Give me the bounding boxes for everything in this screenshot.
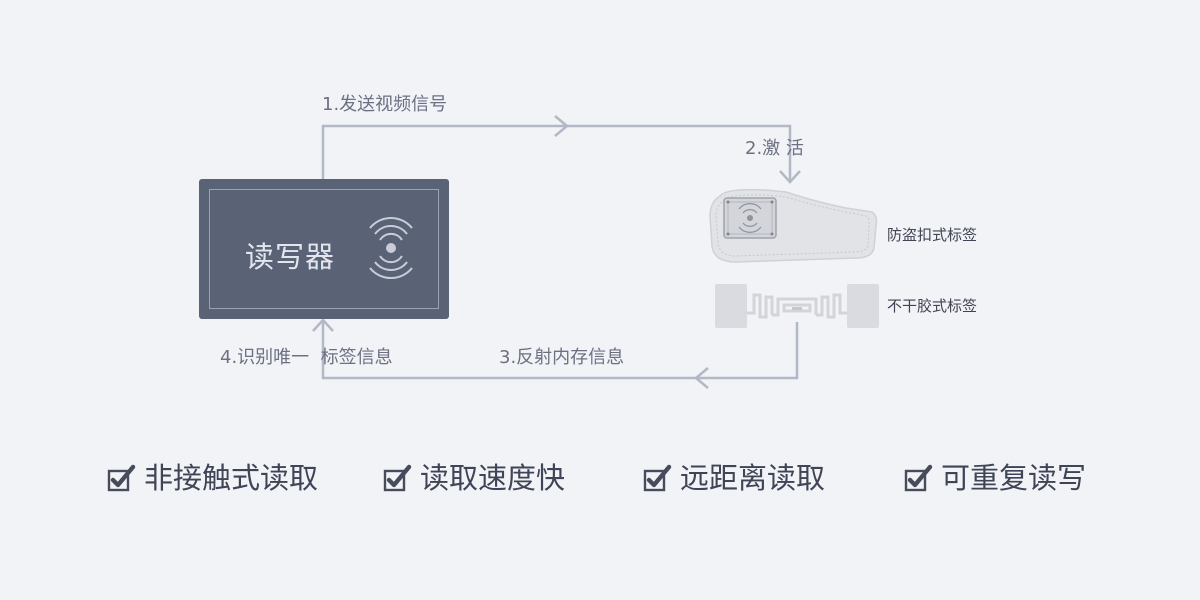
checkmark-icon (383, 464, 412, 492)
step-1-label: 1.发送视频信号 (322, 94, 448, 115)
step-3-label: 3.反射内存信息 (499, 347, 625, 368)
feature-item: 读取速度快 (382, 456, 565, 500)
reader-title: 读写器 (245, 240, 336, 274)
checkmark-icon (904, 464, 933, 492)
checkmark-icon (107, 464, 136, 492)
flow-path-bottom (321, 322, 799, 380)
step-2-label: 2.激 活 (745, 138, 804, 159)
feature-label: 非接触式读取 (144, 461, 319, 495)
reader-inner-frame: 读写器 (209, 189, 439, 309)
flow-path-top (321, 124, 792, 180)
arrow-down-icon (779, 170, 801, 184)
feature-item: 非接触式读取 (106, 456, 318, 500)
adhesive-rfid-label-icon (715, 284, 879, 328)
checkmark-icon (643, 464, 672, 492)
feature-item: 远距离读取 (642, 456, 825, 500)
arrow-up-icon (312, 318, 334, 332)
feature-label: 读取速度快 (420, 461, 566, 495)
label-tag-label: 不干胶式标签 (887, 297, 978, 315)
reader-device: 读写器 (199, 179, 449, 319)
feature-item: 可重复读写 (903, 456, 1086, 500)
feature-label: 可重复读写 (941, 461, 1087, 495)
hard-tag-label: 防盗扣式标签 (887, 226, 978, 244)
rfid-signal-icon (369, 216, 413, 280)
anti-theft-hard-tag-icon (709, 188, 878, 263)
step-4-label: 4.识别唯一 标签信息 (220, 347, 393, 368)
feature-list: 非接触式读取 读取速度快 远距离读取 可重复读写 (0, 456, 1200, 500)
arrow-right-icon (554, 115, 569, 137)
arrow-left-icon (694, 367, 709, 389)
feature-label: 远距离读取 (680, 461, 826, 495)
